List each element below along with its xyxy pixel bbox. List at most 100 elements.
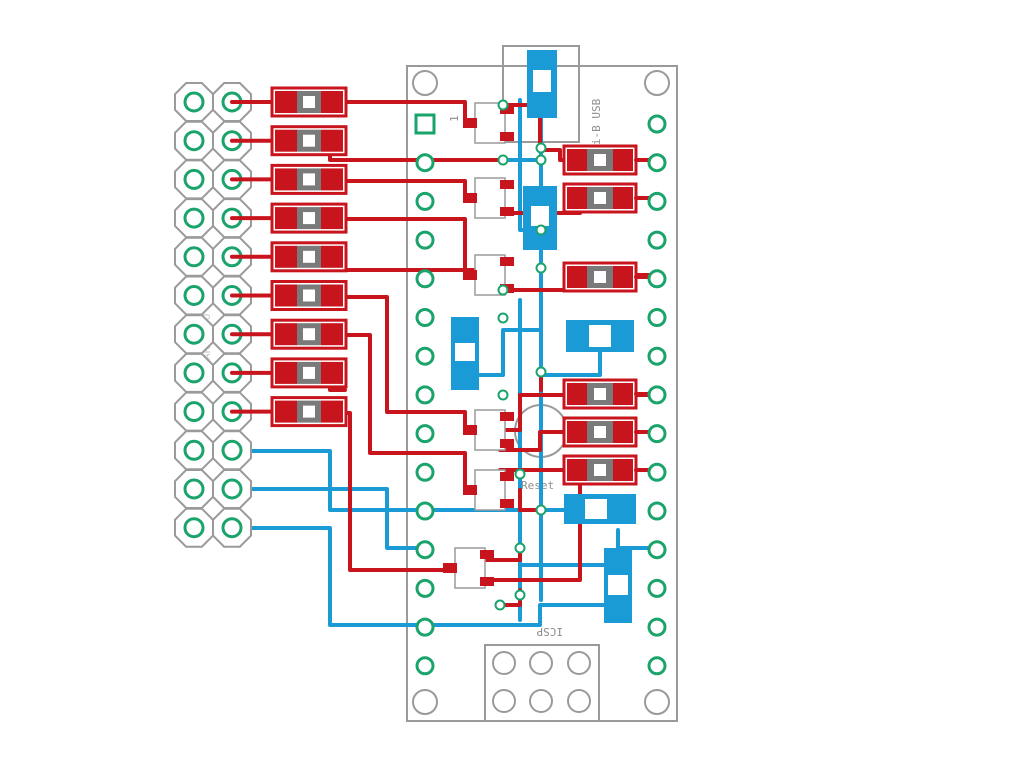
resistor-pad — [321, 91, 343, 113]
resistor-center — [594, 192, 606, 204]
transistor-pad — [500, 132, 514, 141]
resistor-center — [594, 464, 606, 476]
icsp-holes — [492, 651, 591, 713]
right-resistor-array — [562, 144, 659, 486]
resistor-center — [303, 96, 315, 108]
arduino-pin-left — [415, 424, 435, 444]
transistor-pad — [463, 485, 477, 495]
header-pin-pad — [183, 91, 205, 113]
resistor-center — [303, 366, 315, 379]
resistor-pad — [613, 421, 633, 443]
header-pin-pad — [183, 439, 205, 461]
transistor-pad — [500, 439, 514, 448]
arduino-pin-right — [647, 230, 667, 250]
vias — [494, 99, 547, 611]
resistor-pad — [321, 129, 343, 152]
transistor-pad — [500, 207, 514, 216]
header-left-pins — [174, 82, 252, 548]
resistor-pad — [567, 187, 587, 209]
icsp-label: ICSP — [536, 625, 563, 638]
arduino-pin-left — [415, 617, 435, 637]
via — [497, 312, 509, 324]
resistor-center — [594, 426, 606, 438]
transistor-pad — [443, 563, 457, 573]
header-pin-pad — [183, 362, 205, 384]
resistor-center — [303, 405, 315, 418]
resistor-center — [303, 328, 315, 341]
via — [497, 389, 509, 401]
via — [514, 542, 526, 554]
header-pin-pad — [183, 207, 205, 229]
arduino-pin-right — [647, 540, 667, 560]
arduino-pin-right — [647, 346, 667, 366]
via — [497, 284, 509, 296]
transistor-pad — [500, 180, 514, 189]
header-pin-pad — [221, 439, 243, 461]
arduino-pin-right — [647, 308, 667, 327]
arduino-pin-left — [415, 462, 435, 482]
transistor-pad — [500, 412, 514, 421]
mounting-holes — [412, 70, 670, 715]
via — [497, 99, 509, 111]
header-pin-pad — [183, 401, 205, 423]
resistor-pad — [275, 129, 297, 152]
transistor-pad — [500, 472, 514, 481]
reset-label: Reset — [521, 479, 554, 492]
header-pin-pad — [183, 168, 205, 190]
arduino-pin-right — [647, 191, 667, 211]
resistor-pad — [275, 91, 297, 113]
via — [535, 142, 547, 154]
via — [514, 589, 526, 601]
arduino-pin-left — [415, 269, 435, 289]
arduino-pin-right — [647, 114, 667, 134]
via — [535, 504, 547, 516]
resistor-center — [303, 212, 315, 225]
resistor-pad — [321, 361, 343, 384]
header-pin-pad — [183, 478, 205, 500]
arduino-pin-left — [415, 385, 435, 405]
resistor-pad — [567, 266, 587, 288]
arduino-pin-left — [415, 191, 435, 211]
resistor-pad — [275, 361, 297, 384]
resistor-pad — [321, 284, 343, 307]
header-pin-pad — [183, 517, 205, 539]
resistor-center — [594, 271, 606, 283]
transistor-pad — [500, 257, 514, 266]
transistor-pad — [463, 193, 477, 203]
resistor-pad — [613, 266, 633, 288]
transistor-pad — [480, 577, 494, 586]
resistor-pad — [567, 149, 587, 171]
arduino-pin-right — [647, 153, 667, 173]
header-pin-pad — [183, 323, 205, 345]
header-pin-pad — [183, 246, 205, 268]
bottom-smd-parts — [451, 50, 636, 623]
transistor-pad — [463, 425, 477, 435]
transistor-pad — [500, 499, 514, 508]
resistor-center — [303, 134, 315, 147]
arduino-pin-right — [647, 501, 667, 521]
header-pin-pad — [221, 478, 243, 500]
resistor-pad — [567, 459, 587, 481]
resistor-pad — [321, 168, 343, 191]
via — [514, 468, 526, 480]
arduino-pin-right — [647, 578, 667, 598]
resistor-pad — [275, 207, 297, 230]
arduino-pin-left — [415, 230, 435, 250]
transistor-pad — [463, 118, 477, 128]
via — [535, 366, 547, 378]
resistor-pad — [613, 459, 633, 481]
arduino-pin-right — [647, 424, 667, 444]
resistor-center — [594, 154, 606, 166]
resistor-center — [594, 388, 606, 400]
header-pin-pad — [183, 130, 205, 152]
arduino-pin-left — [415, 540, 435, 560]
arduino-pin-right — [647, 656, 667, 676]
resistor-center — [303, 250, 315, 263]
resistor-pad — [567, 421, 587, 443]
arduino-pin-right — [647, 462, 667, 482]
resistor-pad — [613, 149, 633, 171]
resistor-pad — [321, 323, 343, 346]
via — [494, 599, 506, 611]
resistor-pad — [321, 400, 343, 423]
